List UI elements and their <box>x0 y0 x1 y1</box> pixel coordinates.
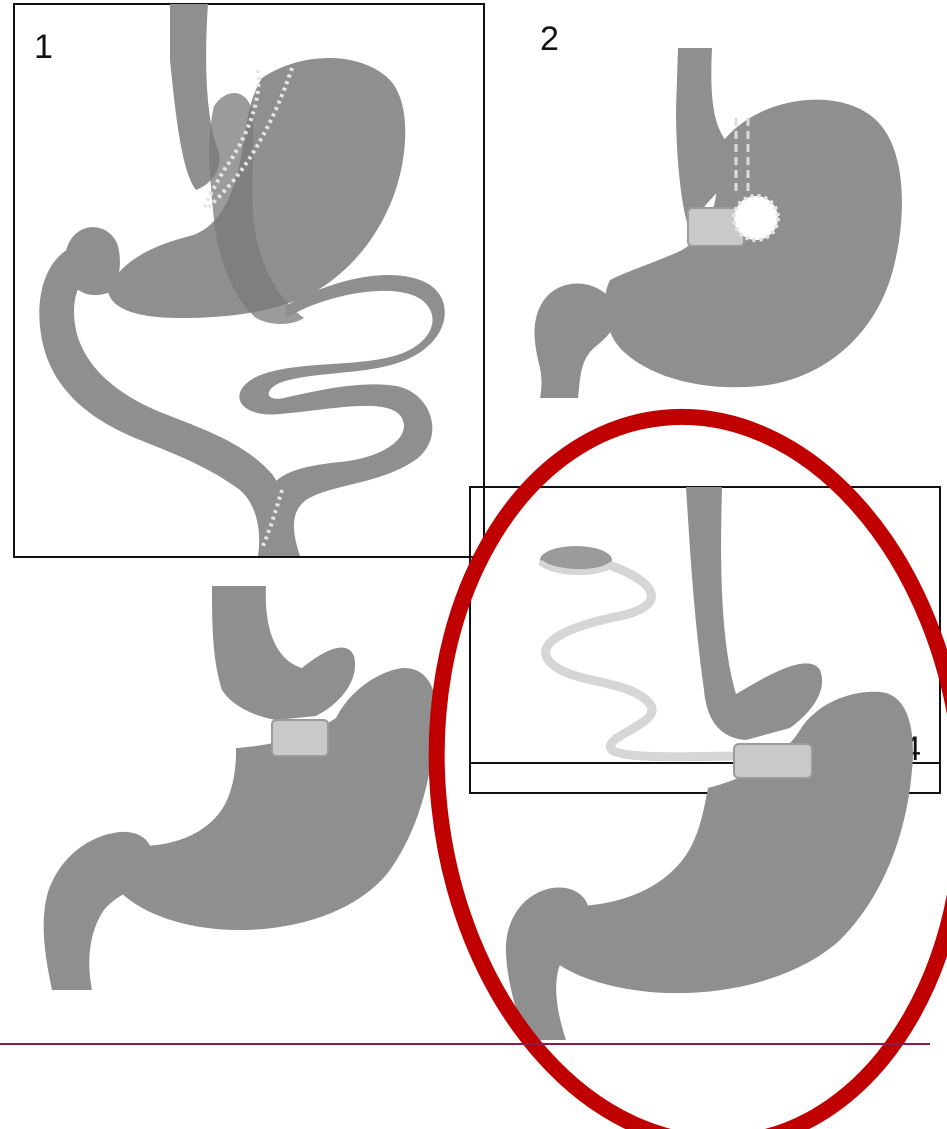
panel-4: 4 <box>470 487 940 1040</box>
adjustable-band-icon <box>734 744 812 778</box>
duodenum-icon <box>44 832 153 990</box>
panel-1-label: 1 <box>34 28 53 66</box>
panel-1: 1 <box>14 4 484 557</box>
stomach-icon <box>534 692 913 993</box>
stoma-window-icon <box>734 196 778 240</box>
gastric-band-icon <box>272 720 328 756</box>
duodenum-icon <box>535 284 616 399</box>
panel-2-label: 2 <box>540 20 559 58</box>
panel-2: 2 <box>535 20 902 398</box>
esophagus-icon <box>212 586 355 720</box>
stomach-icon <box>605 100 902 388</box>
esophagus-icon <box>686 487 822 740</box>
panel-3: 3 <box>44 586 437 990</box>
